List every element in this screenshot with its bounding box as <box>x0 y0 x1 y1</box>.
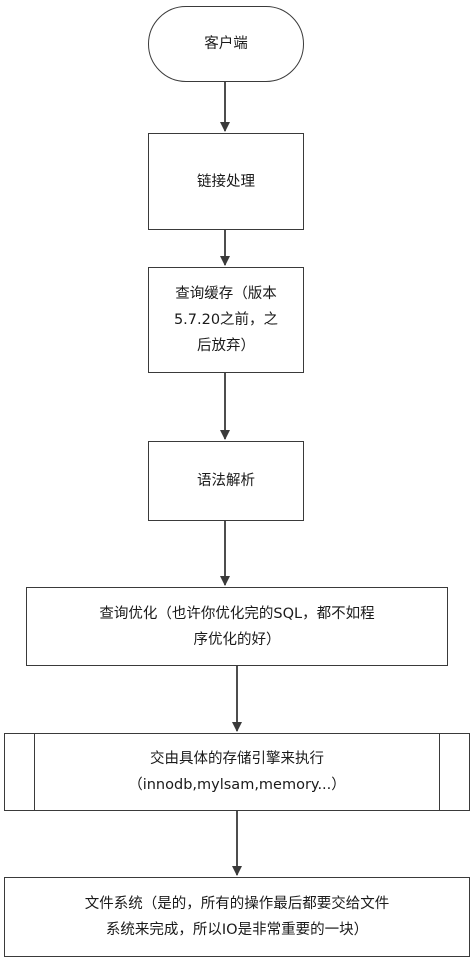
parser-label: 语法解析 <box>197 473 255 489</box>
optimizer-line-1: 查询优化（也许你优化完的SQL，都不如程 <box>99 605 375 622</box>
filesystem-process: 文件系统（是的，所有的操作最后都要交给文件 系统来完成，所以IO是非常重要的一块… <box>4 877 470 957</box>
engine-predefined-process: 交由具体的存储引擎来执行 （innodb,mylsam,memory...） <box>4 733 470 811</box>
connection-label: 链接处理 <box>197 173 255 190</box>
optimizer-line-2: 序优化的好） <box>193 631 281 648</box>
parser-process: 语法解析 <box>148 441 304 521</box>
filesystem-line-1: 文件系统（是的，所有的操作最后都要交给文件 <box>84 896 390 912</box>
filesystem-line-2: 系统来完成，所以IO是非常重要的一块） <box>105 922 369 938</box>
client-terminal: 客户端 <box>148 6 304 82</box>
query-cache-line-2: 5.7.20之前，之 <box>173 312 279 328</box>
connection-process: 链接处理 <box>148 133 304 230</box>
predefined-right-bar <box>439 734 440 810</box>
engine-line-1: 交由具体的存储引擎来执行 <box>150 751 324 767</box>
query-cache-process: 查询缓存（版本 5.7.20之前，之 后放弃） <box>148 267 304 373</box>
client-label: 客户端 <box>204 36 248 52</box>
predefined-left-bar <box>34 734 35 810</box>
engine-line-2: （innodb,mylsam,memory...） <box>128 777 346 793</box>
query-cache-line-3: 后放弃） <box>197 338 255 354</box>
query-cache-line-1: 查询缓存（版本 <box>175 286 277 302</box>
optimizer-process: 查询优化（也许你优化完的SQL，都不如程 序优化的好） <box>26 587 448 666</box>
